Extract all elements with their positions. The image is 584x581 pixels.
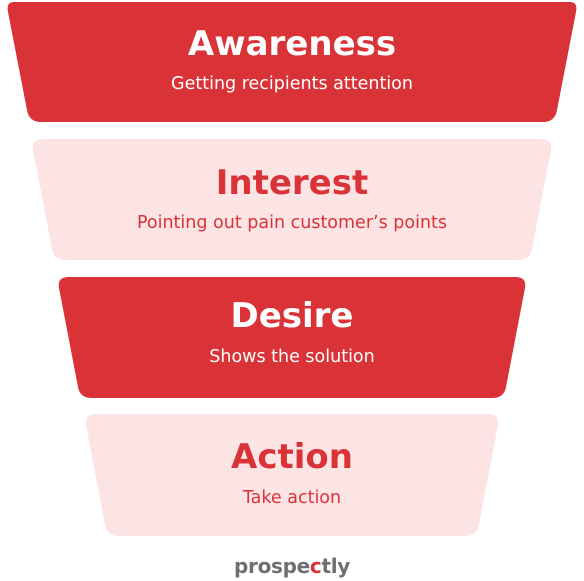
funnel-stage-desire: Desire Shows the solution xyxy=(58,277,526,398)
funnel-stage-interest-title: Interest xyxy=(216,163,369,203)
funnel-stage-desire-shape xyxy=(58,277,526,398)
prospectly-logo: prospectly xyxy=(0,554,584,578)
funnel-stage-interest-subtitle: Pointing out pain customer’s points xyxy=(137,213,447,233)
logo-text-start: prospe xyxy=(233,554,310,578)
funnel-stage-action-shape xyxy=(85,414,499,536)
funnel-stage-awareness-subtitle: Getting recipients attention xyxy=(171,74,413,94)
funnel-stage-desire-subtitle: Shows the solution xyxy=(209,347,374,367)
funnel-stage-action-title: Action xyxy=(231,437,353,477)
funnel-stage-awareness-shape xyxy=(7,2,577,122)
funnel-stage-awareness-title: Awareness xyxy=(188,24,396,64)
logo-text-end: tly xyxy=(321,554,351,578)
funnel-stage-awareness: Awareness Getting recipients attention xyxy=(7,2,577,122)
logo-accent-letter: c xyxy=(309,554,322,578)
funnel-stage-action: Action Take action xyxy=(85,414,499,536)
funnel-stage-interest-shape xyxy=(32,139,552,260)
funnel-stage-interest: Interest Pointing out pain customer’s po… xyxy=(32,139,552,260)
funnel-stage-action-subtitle: Take action xyxy=(242,488,341,508)
funnel-stage-desire-title: Desire xyxy=(230,296,353,336)
